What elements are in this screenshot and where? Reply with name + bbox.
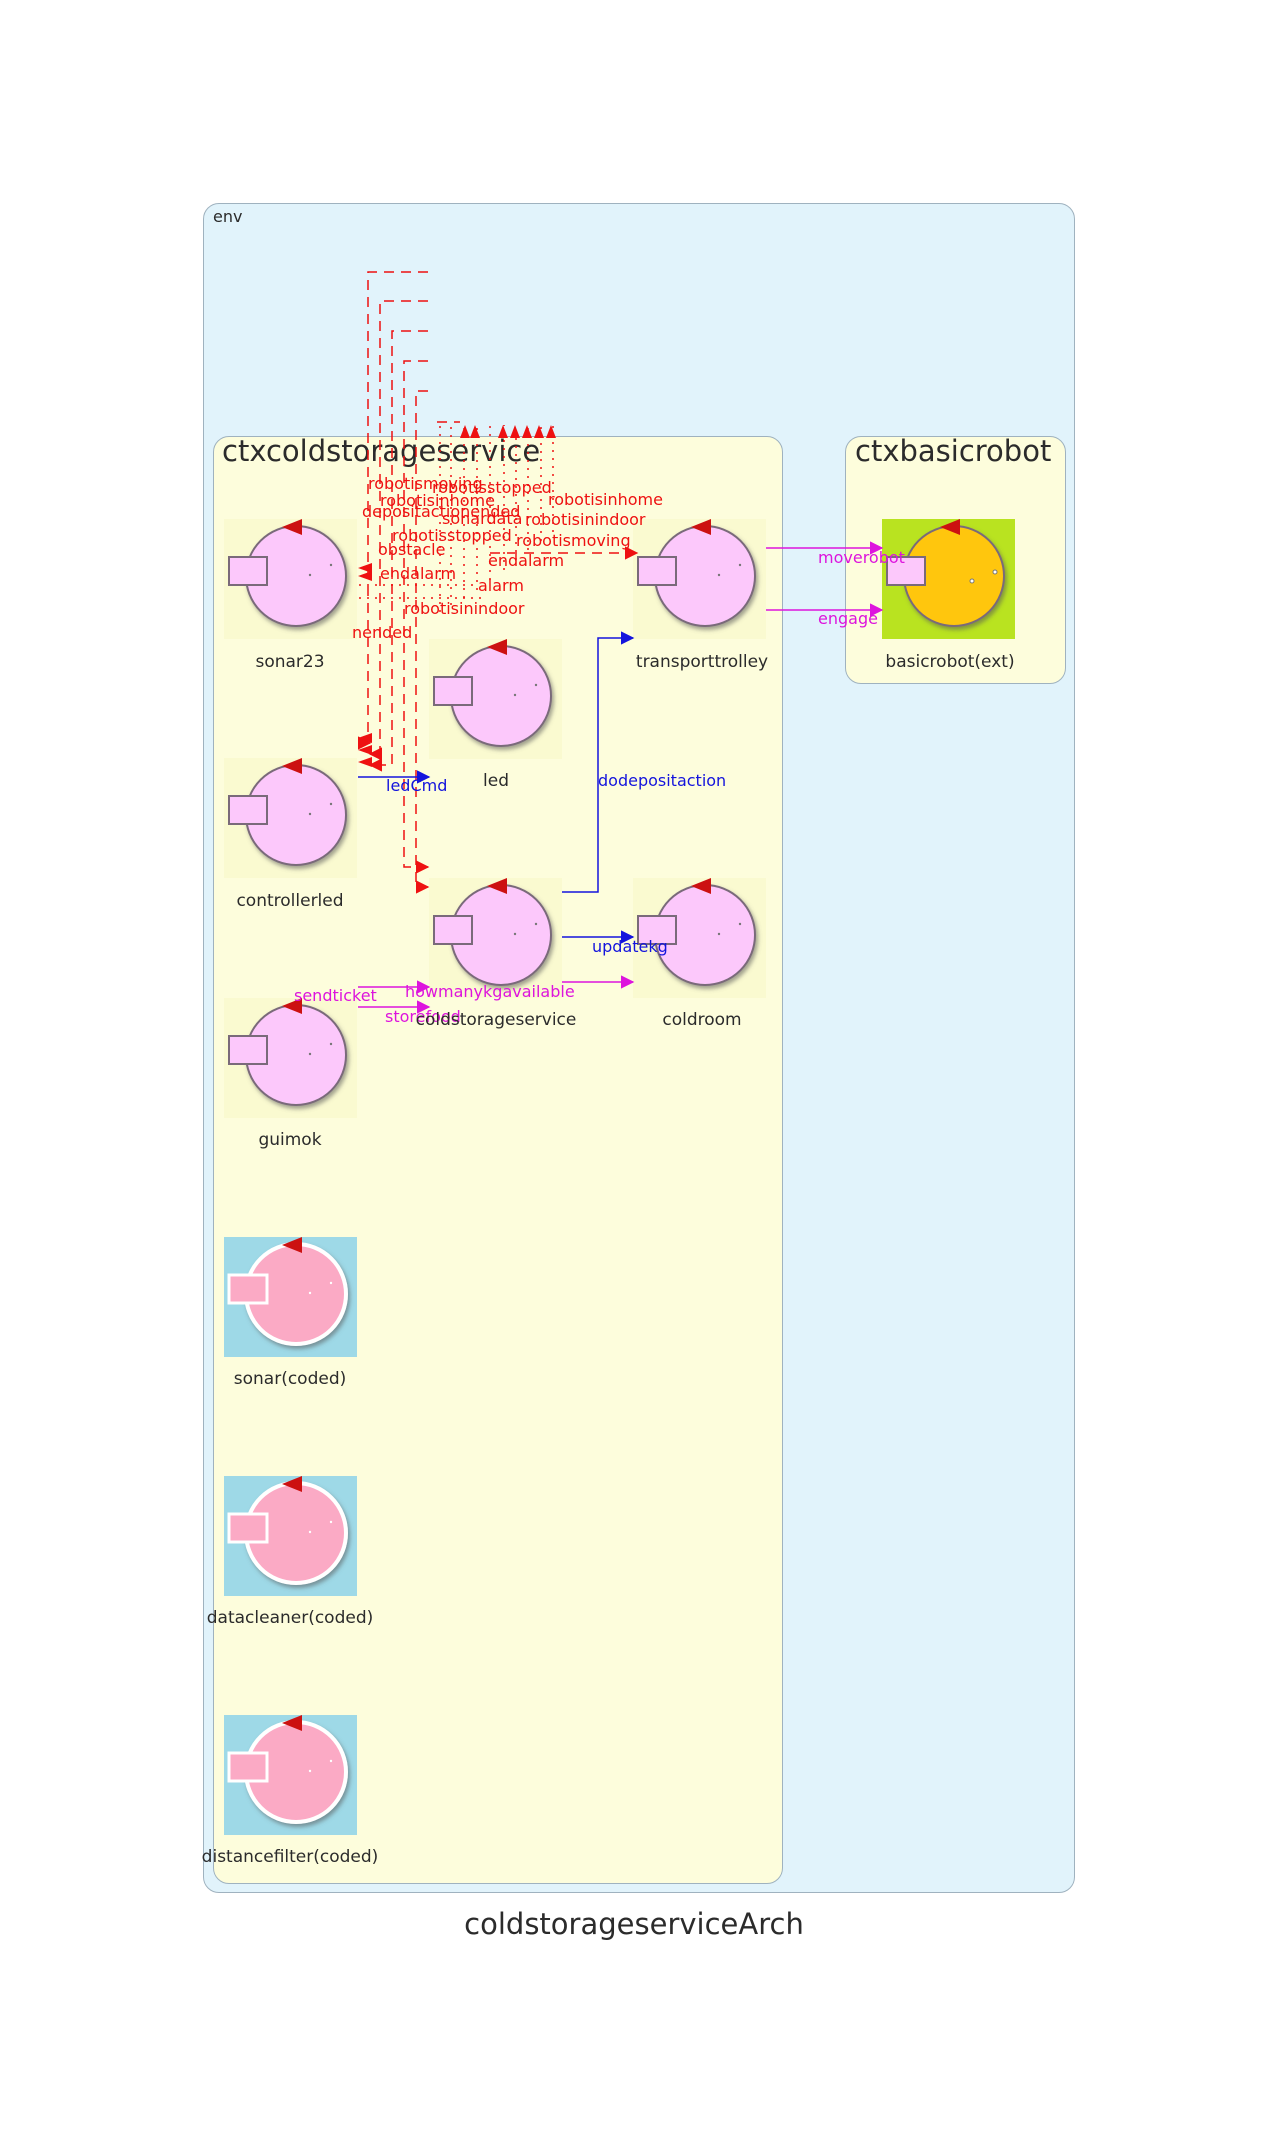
arrowhead <box>358 733 372 743</box>
arrowhead <box>522 425 532 438</box>
edge-label-ended: nended <box>352 623 412 642</box>
actor-basicrobot-ext[interactable] <box>882 519 1015 639</box>
edge-label-howmanykgavailable: howmanykgavailable <box>405 982 575 1001</box>
event-arrowheads-left <box>358 563 372 767</box>
edge-label-obstacle: obstacle <box>378 540 445 559</box>
edge-label-robotisinindoor: robotisinindoor <box>525 510 646 529</box>
dispatch-edges <box>358 631 635 944</box>
request-edges <box>358 541 884 1014</box>
event-arrowheads-top <box>460 425 556 438</box>
edge-label-robotisstopped: robotisstopped <box>432 478 552 497</box>
external-actor-icon <box>886 519 1005 627</box>
dispatch-labels: ledCmd dodepositaction updatekg <box>386 771 726 956</box>
actor-label-controllerled: controllerled <box>236 891 344 911</box>
edge-label-dodepositaction: dodepositaction <box>598 771 726 790</box>
edge-label-sonardata: sonardata <box>442 509 522 528</box>
actor-datacleaner-coded[interactable] <box>224 1476 357 1596</box>
arrowhead <box>460 425 470 438</box>
edge-label-moverobot: moverobot <box>818 548 905 567</box>
event-edge <box>357 271 428 750</box>
actor-label-guimok: guimok <box>258 1130 322 1150</box>
actor-sonar-coded[interactable] <box>224 1237 357 1357</box>
event-edge <box>403 360 430 874</box>
edge-label-updatekg: updatekg <box>592 937 668 956</box>
actor-icon <box>433 639 552 747</box>
actor-coldstorageservice[interactable] <box>429 878 562 998</box>
actor-icon <box>228 519 347 627</box>
edge-label-ledcmd: ledCmd <box>386 776 447 795</box>
actor-icon <box>637 878 756 986</box>
actor-icon <box>637 519 756 627</box>
actor-label-basicrobot: basicrobot(ext) <box>885 652 1015 672</box>
actor-label-coldroom: coldroom <box>662 1010 742 1030</box>
event-dotted-edges <box>359 425 554 612</box>
actor-transporttrolley[interactable] <box>633 519 766 639</box>
coded-actor-icon <box>227 1715 348 1824</box>
edge-label-endalarm: endalarm <box>488 551 564 570</box>
arrowhead <box>546 425 556 438</box>
edge-label-storefood: storefood <box>385 1007 461 1026</box>
edge-label-robotismoving: robotismoving <box>368 474 483 493</box>
dispatch-edge-dodepositaction <box>562 631 635 893</box>
edge-label-engage: engage <box>818 609 878 628</box>
actor-label-transporttrolley: transporttrolley <box>635 652 769 672</box>
actor-icon <box>228 758 347 866</box>
actor-label-sonar-coded: sonar(coded) <box>233 1369 347 1389</box>
arrowhead <box>470 425 480 438</box>
edge-label-robotisinindoor-2: robotisinindoor <box>404 599 525 618</box>
event-edge <box>368 330 428 772</box>
actor-icon <box>433 878 552 986</box>
edge-label-robotisstopped-2: robotisstopped <box>392 526 512 545</box>
event-edge <box>368 300 428 761</box>
diagram-title: coldstorageserviceArch <box>464 1907 804 1941</box>
env-label: env <box>213 207 243 226</box>
edge-label-robotisinhome-2: robotisinhome <box>548 490 663 509</box>
coded-actor-icon <box>227 1237 348 1346</box>
context-label-coldstorageservice: ctxcoldstorageservice <box>222 434 541 468</box>
edge-label-depositactionended: depositactionended <box>362 502 520 521</box>
actor-icon <box>228 998 347 1106</box>
event-edges <box>357 271 639 894</box>
actor-controllerled[interactable] <box>224 758 357 878</box>
arrowhead <box>358 563 372 573</box>
edge-label-sendticket: sendticket <box>294 986 377 1005</box>
actor-label-sonar23: sonar23 <box>255 652 325 672</box>
arrowhead <box>498 425 508 438</box>
edge-label-robotismoving-2: robotismoving <box>516 531 631 550</box>
actor-sonar23[interactable] <box>224 519 357 639</box>
actor-coldroom[interactable] <box>633 878 766 998</box>
arrowhead <box>534 425 544 438</box>
event-labels: robotismoving robotisstopped robotisinho… <box>352 474 663 642</box>
request-labels: moverobot engage sendticket howmanykgava… <box>294 548 905 1026</box>
actor-distancefilter-coded[interactable] <box>224 1715 357 1835</box>
coded-actor-icon <box>227 1476 348 1585</box>
edge-label-robotisinhome: robotisinhome <box>380 491 495 510</box>
actor-led[interactable] <box>429 639 562 759</box>
actor-label-distancefilter-coded: distancefilter(coded) <box>201 1847 379 1867</box>
actor-label-led: led <box>483 771 509 791</box>
arrowhead <box>358 745 372 755</box>
edge-label-alarm: alarm <box>478 576 524 595</box>
actor-label-coldstorageservice: coldstorageservice <box>415 1010 577 1030</box>
arrowhead <box>510 425 520 438</box>
arrowhead <box>358 757 372 767</box>
edge-label-endalarm-2: endalarm <box>380 564 456 583</box>
event-edge <box>415 390 430 894</box>
actor-guimok[interactable] <box>224 998 357 1118</box>
actor-label-datacleaner-coded: datacleaner(coded) <box>206 1608 374 1628</box>
context-label-basicrobot: ctxbasicrobot <box>855 434 1052 468</box>
arrowhead <box>358 571 372 581</box>
